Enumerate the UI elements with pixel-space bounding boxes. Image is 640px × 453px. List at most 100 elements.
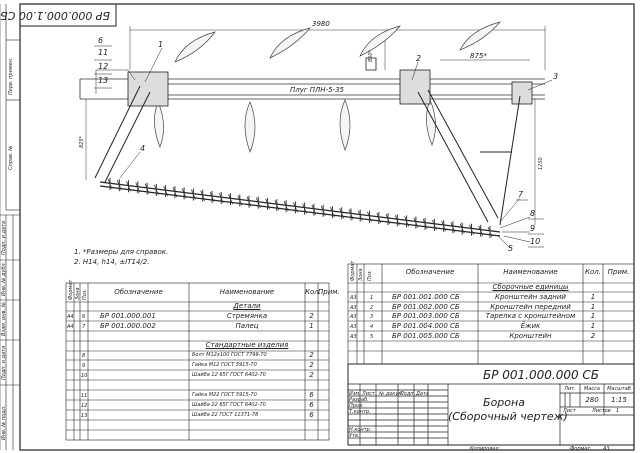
spike-tine [469, 223, 474, 237]
spike-tine [348, 207, 354, 221]
balloon-13: 13 [98, 76, 109, 85]
brackets [127, 57, 533, 107]
spike-tine [329, 205, 335, 219]
row-pos: 2 [370, 305, 374, 311]
row-pos: 13 [81, 413, 88, 419]
spec-right-h-name: Наименование [503, 268, 558, 276]
footer-format-label: Формат [570, 446, 591, 452]
row-code: БР 001.004.000 СБ [392, 322, 460, 330]
title-name-1: Борона [483, 396, 525, 409]
spike-tine [200, 189, 206, 203]
title-role-ncontrol: Н.контр. [349, 427, 372, 433]
row-code: БР 001.005.000 СБ [392, 332, 460, 340]
spike-tine [320, 204, 326, 218]
row-format: А3 [350, 295, 357, 301]
balloon-8: 8 [530, 209, 536, 218]
spec-right-h-format: Формат [350, 260, 356, 281]
spec-left-h-note: Прим. [318, 288, 340, 296]
spec-left-h-zone: Зона [75, 287, 81, 300]
title-role-tcontrol: Т.контр. [349, 409, 371, 415]
spike-tine [441, 219, 447, 233]
spec-right-h-zone: Зона [358, 268, 364, 281]
dim-825: 825* [79, 135, 85, 148]
spec-right-h-qty: Кол. [585, 268, 601, 276]
row-code: БР 001.003.000 СБ [392, 312, 460, 320]
row-name: Тарелка с кронштейном [485, 312, 576, 320]
margin-label-3: Подп. и дата [1, 345, 7, 380]
spike-tine [413, 216, 419, 230]
row-pos: 1 [370, 295, 374, 301]
title-scale-label: Масштаб [607, 386, 631, 392]
row-pos: 6 [82, 314, 86, 320]
row-name: Кронштейн задний [495, 293, 566, 301]
title-mass-label: Масса [584, 386, 600, 392]
balloon-11: 11 [98, 48, 109, 57]
row-pos: 9 [82, 363, 86, 369]
note-1: 1. *Размеры для справок. [74, 248, 169, 256]
row-qty: 2 [309, 312, 314, 320]
row-qty: 1 [590, 322, 596, 330]
row-pos: 3 [370, 314, 374, 320]
balloon-1: 1 [158, 40, 164, 49]
dim-overall: 3980 [312, 20, 330, 28]
spike-tine [450, 220, 456, 234]
frame [0, 3, 635, 451]
dimension-lines [85, 26, 546, 225]
title-col-date: Дата [416, 391, 429, 397]
arms [94, 85, 521, 226]
spike-tine [274, 198, 280, 212]
row-format: А4 [67, 324, 74, 330]
row-qty: 2 [309, 351, 314, 359]
title-lit-label: Лит. [564, 386, 576, 392]
spike-tine [116, 178, 122, 192]
margin-label-1: Инв. № дубл. [1, 261, 7, 296]
spike-tine [311, 203, 317, 217]
balloon-12: 12 [98, 62, 109, 71]
spec-left-h-name: Наименование [219, 288, 275, 296]
row-code: БР 001.000.001 [100, 312, 156, 320]
spike-tine [228, 192, 233, 206]
row-pos: 4 [370, 324, 374, 330]
row-name: Шайба 22 ГОСТ 11371-78 [192, 412, 259, 418]
title-col-sign: Подп. [400, 391, 416, 397]
row-name: Кронштейн [509, 332, 552, 340]
spec-left-h-code: Обозначение [114, 288, 163, 296]
spec-left-h-format: Формат [68, 279, 74, 300]
spike-bar [99, 181, 501, 237]
margin-label-ref-no: Справ. № [8, 145, 14, 170]
spike-tine [478, 224, 484, 238]
spec-right-grid [347, 263, 635, 365]
row-format: А3 [350, 314, 357, 320]
leader-lines [95, 47, 553, 249]
title-col-doc: № докум. [379, 391, 404, 397]
row-name: Шайба 22 65Г ГОСТ 6402-70 [192, 402, 266, 408]
spike-tine [339, 206, 345, 220]
margin-label-first-use: Перв. примен. [8, 57, 14, 95]
spike-tine [385, 212, 391, 226]
balloon-4: 4 [140, 144, 146, 153]
row-pos: 7 [82, 324, 86, 330]
balloon-6: 6 [98, 36, 104, 45]
title-role-dev: Разраб. [349, 397, 369, 403]
spike-tine [431, 218, 437, 232]
title-col-change: Изм. [349, 391, 361, 397]
row-format: А3 [350, 305, 357, 311]
row-code: БР 001.001.000 СБ [392, 293, 460, 301]
row-pos: 12 [81, 403, 88, 409]
row-pos: 5 [370, 334, 374, 340]
margin-label-2: Взам. инв. № [1, 302, 7, 336]
spike-tine [163, 184, 169, 198]
disk-outlines [154, 21, 501, 153]
title-name-2: (Сборочный чертеж) [448, 410, 568, 423]
spike-tine [218, 191, 224, 205]
spike-tine [181, 186, 187, 200]
spike-tine [144, 182, 150, 196]
title-col-sheet: Лист [362, 391, 375, 397]
row-qty: 1 [590, 312, 596, 320]
balloon-10: 10 [530, 237, 541, 246]
spike-tine [153, 183, 159, 197]
spike-tine [367, 210, 372, 224]
spec-left-h-qty: Кол. [305, 288, 321, 296]
